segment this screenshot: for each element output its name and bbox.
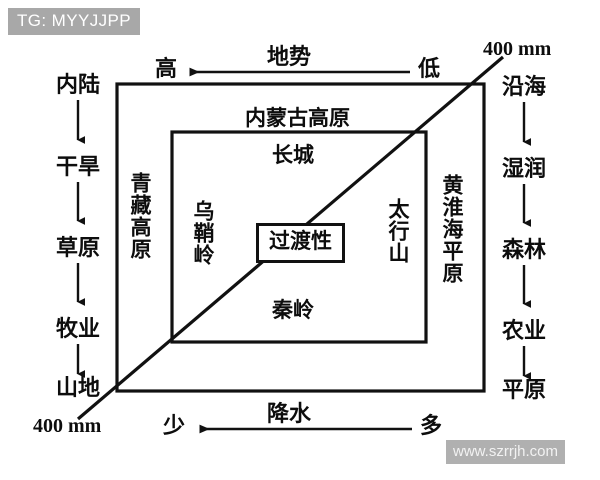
left-chain-item-5: 山地 <box>56 375 101 400</box>
region-inner-top-outside: 内蒙古高原 <box>245 106 350 130</box>
top-axis-title: 地势 <box>267 44 312 69</box>
bottom-axis-title: 降水 <box>267 401 312 426</box>
transition-box: 过渡性 <box>256 223 345 263</box>
bottom-axis-right-label: 多 <box>420 413 443 438</box>
right-chain-item-1: 沿海 <box>502 74 547 99</box>
region-inner-top-inside: 长城 <box>272 143 314 167</box>
region-outer-right: 黄淮海平原 <box>440 174 464 284</box>
tg-tag: TG: MYYJJPP <box>8 8 140 35</box>
right-chain-item-2: 湿润 <box>502 156 547 181</box>
isohyet-label-top-right: 400 mm <box>483 38 552 60</box>
region-outer-left: 青藏高原 <box>128 172 152 260</box>
top-axis-left-label: 高 <box>155 56 178 81</box>
region-inner-bottom: 秦岭 <box>272 298 314 322</box>
right-chain-item-3: 森林 <box>502 237 547 262</box>
right-chain-item-5: 平原 <box>502 377 547 402</box>
region-inner-left: 乌鞘岭 <box>191 200 215 266</box>
region-inner-right: 太行山 <box>386 198 410 264</box>
site-watermark: www.szrrjh.com <box>446 440 566 465</box>
left-chain-item-1: 内陆 <box>56 72 101 97</box>
isohyet-label-bottom-left: 400 mm <box>33 415 102 437</box>
top-axis-right-label: 低 <box>418 56 441 81</box>
left-chain-item-4: 牧业 <box>56 316 101 341</box>
right-chain-item-4: 农业 <box>502 318 547 343</box>
bottom-axis-left-label: 少 <box>163 413 186 438</box>
left-chain-item-3: 草原 <box>56 235 101 260</box>
left-chain-item-2: 干旱 <box>56 154 101 179</box>
transition-box-label: 过渡性 <box>269 229 332 253</box>
